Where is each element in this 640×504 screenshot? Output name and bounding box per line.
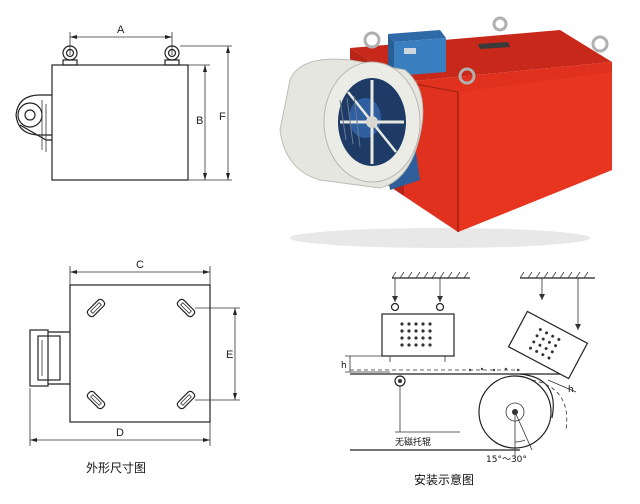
caption-outline: 外形尺寸图 [86,461,146,475]
plan-view-drawing: C E [29,259,240,475]
dim-label-e: E [226,349,233,361]
dim-label-d: D [116,427,124,439]
idler-label: 无磁托辊 [395,436,431,448]
installation-drawing: h 无磁托辊 [341,271,595,487]
dim-label-a: A [117,24,125,36]
junction-box [388,30,446,42]
dim-label-b: B [196,115,203,127]
side-view-drawing: A B F [15,24,232,181]
caption-install: 安装示意图 [414,472,474,487]
dim-label-f: F [219,111,226,123]
angle-label: 15°～30° [486,455,527,465]
dim-label-c: C [136,259,144,271]
dim-label-h: h [341,361,347,371]
product-photo [279,16,612,248]
